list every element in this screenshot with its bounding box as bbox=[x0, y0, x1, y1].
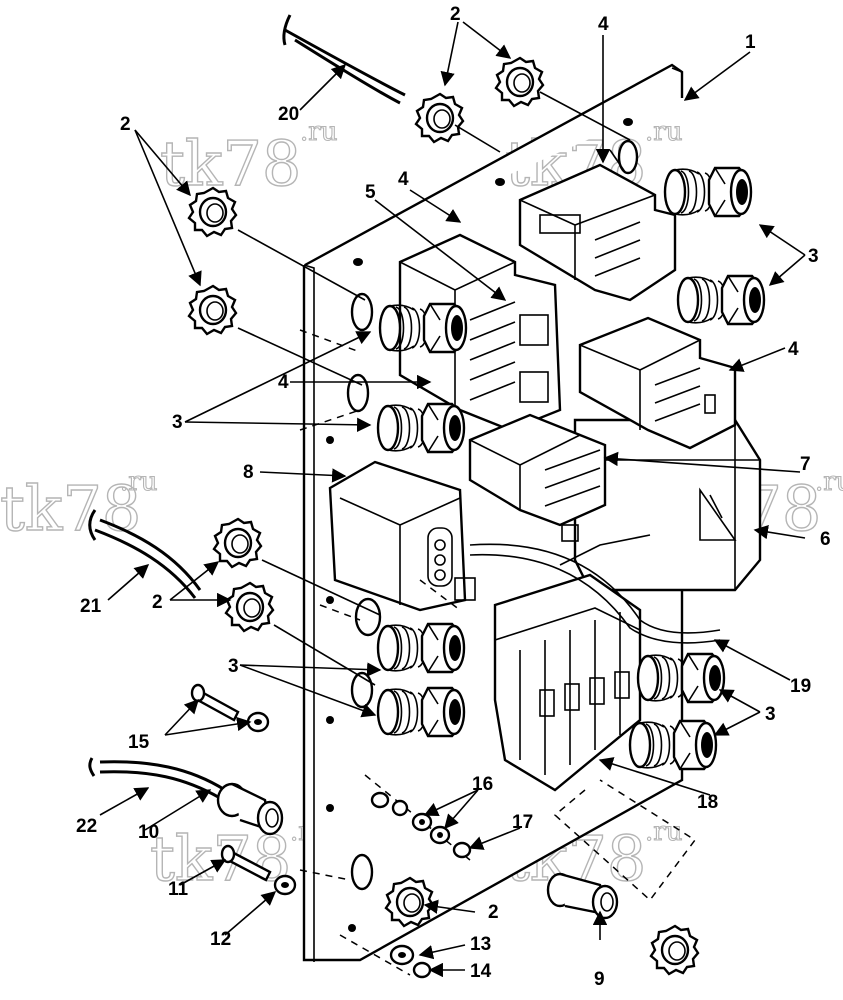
callout-13: 13 bbox=[470, 934, 491, 955]
callout-19: 19 bbox=[790, 676, 811, 697]
locknut bbox=[494, 56, 545, 108]
transformer-box bbox=[573, 418, 762, 592]
callout-3: 3 bbox=[172, 412, 183, 433]
callout-5: 5 bbox=[365, 182, 376, 203]
watermark-text: tk78 bbox=[0, 472, 141, 545]
wire-20 bbox=[282, 14, 406, 105]
callout-21: 21 bbox=[80, 596, 102, 617]
callout-4: 4 bbox=[398, 169, 409, 190]
watermark-text: tk78 bbox=[160, 127, 301, 200]
cable-connector bbox=[663, 166, 753, 218]
contactor-top bbox=[518, 149, 677, 302]
screw-11 bbox=[220, 844, 297, 896]
locknut bbox=[212, 517, 263, 569]
locknut bbox=[414, 92, 465, 144]
screw-15 bbox=[190, 683, 270, 733]
callout-4: 4 bbox=[278, 372, 289, 393]
callout-18: 18 bbox=[697, 792, 718, 813]
wire-22 bbox=[88, 757, 226, 800]
callout-labels: 1 2 2 2 2 3 3 3 3 4 4 4 4 5 6 7 8 9 10 1… bbox=[76, 4, 831, 990]
callout-3: 3 bbox=[228, 656, 239, 677]
cable-connector bbox=[636, 652, 726, 704]
callout-15: 15 bbox=[128, 732, 150, 753]
locknut bbox=[224, 581, 275, 633]
cable-connector bbox=[628, 719, 718, 771]
callout-2: 2 bbox=[152, 592, 163, 613]
callout-17: 17 bbox=[512, 812, 533, 833]
relay-small bbox=[468, 413, 607, 542]
hardware-13-14 bbox=[389, 944, 432, 979]
callout-11: 11 bbox=[168, 879, 189, 900]
fitting-10 bbox=[216, 782, 284, 836]
wire-21 bbox=[88, 509, 202, 599]
callout-1: 1 bbox=[745, 32, 756, 53]
watermark-suffix: .ru bbox=[300, 117, 337, 147]
callout-16: 16 bbox=[472, 774, 493, 795]
watermark-suffix: .ru bbox=[645, 817, 682, 847]
hardware-16-17 bbox=[370, 791, 472, 859]
cable-connector bbox=[676, 274, 766, 326]
watermark-suffix: .ru bbox=[120, 467, 157, 497]
terminal-block bbox=[493, 573, 642, 792]
callout-2: 2 bbox=[488, 902, 499, 923]
module-8 bbox=[328, 460, 476, 612]
watermark-suffix: .ru bbox=[645, 117, 682, 147]
callout-8: 8 bbox=[243, 462, 254, 483]
wire-19 bbox=[469, 534, 721, 644]
leader-lines bbox=[99, 21, 806, 978]
callout-22: 22 bbox=[76, 816, 97, 837]
callout-12: 12 bbox=[210, 929, 231, 950]
watermark-suffix: .ru bbox=[815, 467, 843, 497]
cable-connector bbox=[378, 302, 468, 354]
callout-14: 14 bbox=[470, 961, 492, 982]
callout-20: 20 bbox=[278, 104, 299, 125]
callout-3: 3 bbox=[808, 246, 819, 267]
contactor-right bbox=[578, 316, 737, 450]
callout-10: 10 bbox=[138, 822, 159, 843]
fitting-9 bbox=[546, 872, 619, 920]
callout-7: 7 bbox=[800, 454, 811, 475]
cable-connector bbox=[376, 622, 466, 674]
callout-2: 2 bbox=[450, 4, 461, 25]
callout-2: 2 bbox=[120, 114, 131, 135]
contactor-stack bbox=[398, 233, 562, 432]
callout-6: 6 bbox=[820, 529, 831, 550]
callout-4: 4 bbox=[598, 14, 609, 35]
cable-connector bbox=[376, 686, 466, 738]
locknut bbox=[187, 284, 238, 336]
callout-9: 9 bbox=[594, 969, 605, 990]
callout-3: 3 bbox=[765, 704, 776, 725]
locknut bbox=[649, 924, 700, 976]
callout-4: 4 bbox=[788, 339, 799, 360]
cable-connector bbox=[376, 402, 466, 454]
